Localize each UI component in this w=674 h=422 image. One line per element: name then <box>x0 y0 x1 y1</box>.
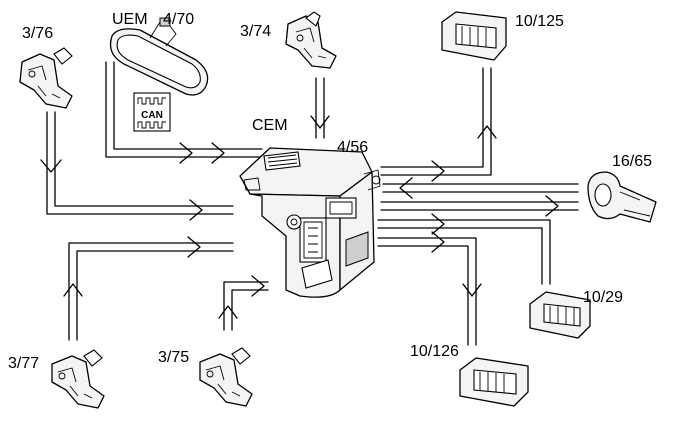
sensor-icon <box>587 171 657 223</box>
connector-10-29-label: 10/29 <box>583 289 623 306</box>
arrow-3-77-to-cem <box>63 236 234 341</box>
arrow-cem-to-10-29 <box>377 213 551 285</box>
connector-16-65-label: 16/65 <box>612 153 652 170</box>
door-lock-icon <box>199 347 253 407</box>
component-labels: UEM 4/70 CEM 4/56 3/76 3/74 10/125 16/65… <box>8 11 652 372</box>
courtesy-lamp-icon <box>441 11 507 61</box>
arrow-16-65-to-cem <box>382 177 579 199</box>
central-electronic-module-icon <box>239 147 381 298</box>
uem-code-label: 4/70 <box>163 11 194 28</box>
connector-3-77-label: 3/77 <box>8 355 39 372</box>
arrow-cem-to-10-126 <box>377 231 482 346</box>
connector-3-74-label: 3/74 <box>240 23 271 40</box>
connector-3-76-label: 3/76 <box>22 25 53 42</box>
arrow-3-75-to-cem <box>218 275 269 331</box>
signal-lines <box>40 61 579 346</box>
cem-code-label: 4/56 <box>337 139 368 156</box>
arrow-cem-to-10-125 <box>380 67 497 182</box>
arrow-cem-to-16-65 <box>380 195 579 217</box>
uem-label: UEM <box>112 11 148 28</box>
connector-10-125-label: 10/125 <box>515 13 564 30</box>
connector-10-126-label: 10/126 <box>410 343 459 360</box>
door-lock-icon <box>51 349 105 409</box>
courtesy-lamp-icon <box>529 291 591 339</box>
connector-3-75-label: 3/75 <box>158 349 189 366</box>
door-lock-icon <box>19 47 73 109</box>
arrow-uem-to-cem <box>105 61 263 164</box>
door-lock-icon <box>285 11 337 69</box>
cem-label: CEM <box>252 117 288 134</box>
courtesy-lamp-icon <box>459 357 529 407</box>
can-bus-icon: CAN <box>133 92 171 132</box>
arrow-3-76-to-cem <box>40 111 234 221</box>
arrow-3-74-to-cem <box>310 77 330 139</box>
rear-view-mirror-icon <box>109 17 209 96</box>
can-badge-label: CAN <box>141 110 163 121</box>
